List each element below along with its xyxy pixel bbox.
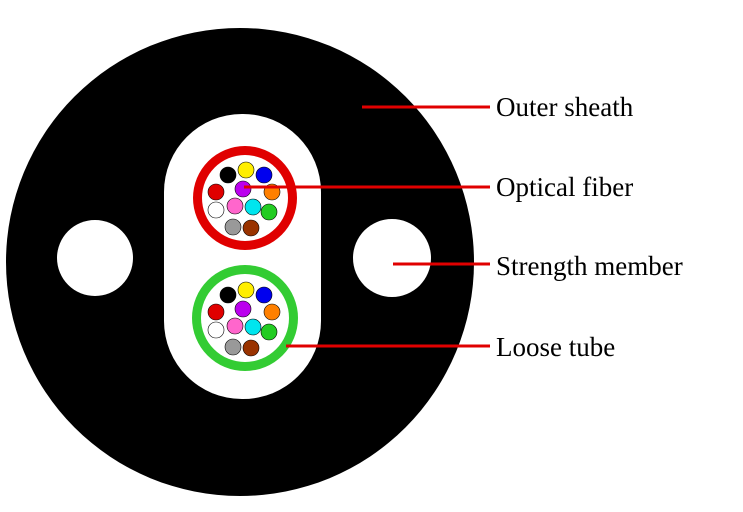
label-strength-member: Strength member [496,251,683,281]
top-tube-fiber-5 [234,180,252,198]
strength-member-right [353,219,431,297]
top-tube-fiber-7 [207,201,225,219]
bottom-tube-fiber-11 [224,338,242,356]
bottom-tube-fiber-12 [242,339,260,357]
top-tube-fiber-1 [219,166,237,184]
top-tube-fiber-10 [260,203,278,221]
bottom-tube-fiber-1 [219,286,237,304]
bottom-tube-fiber-2 [237,281,255,299]
top-tube-fiber-3 [255,166,273,184]
label-optical-fiber: Optical fiber [496,172,633,202]
loose-tube-top [193,146,297,250]
bottom-tube-fiber-7 [207,321,225,339]
strength-member-left [57,220,133,296]
label-loose-tube: Loose tube [496,332,615,362]
bottom-tube-fiber-5 [234,300,252,318]
bottom-tube-fiber-6 [263,303,281,321]
top-tube-fiber-12 [242,219,260,237]
top-tube-fiber-11 [224,218,242,236]
top-tube-fiber-4 [207,183,225,201]
top-tube-fiber-9 [244,198,262,216]
bottom-tube-fiber-10 [260,323,278,341]
bottom-tube-fiber-9 [244,318,262,336]
top-tube-fiber-2 [237,161,255,179]
bottom-tube-fiber-4 [207,303,225,321]
bottom-tube-fiber-3 [255,286,273,304]
top-tube-fiber-8 [226,197,244,215]
fiber-bundle-top [207,161,281,237]
label-outer-sheath: Outer sheath [496,92,634,122]
bottom-tube-fiber-8 [226,317,244,335]
loose-tube-bottom [192,265,298,371]
fiber-bundle-bottom [207,281,281,357]
